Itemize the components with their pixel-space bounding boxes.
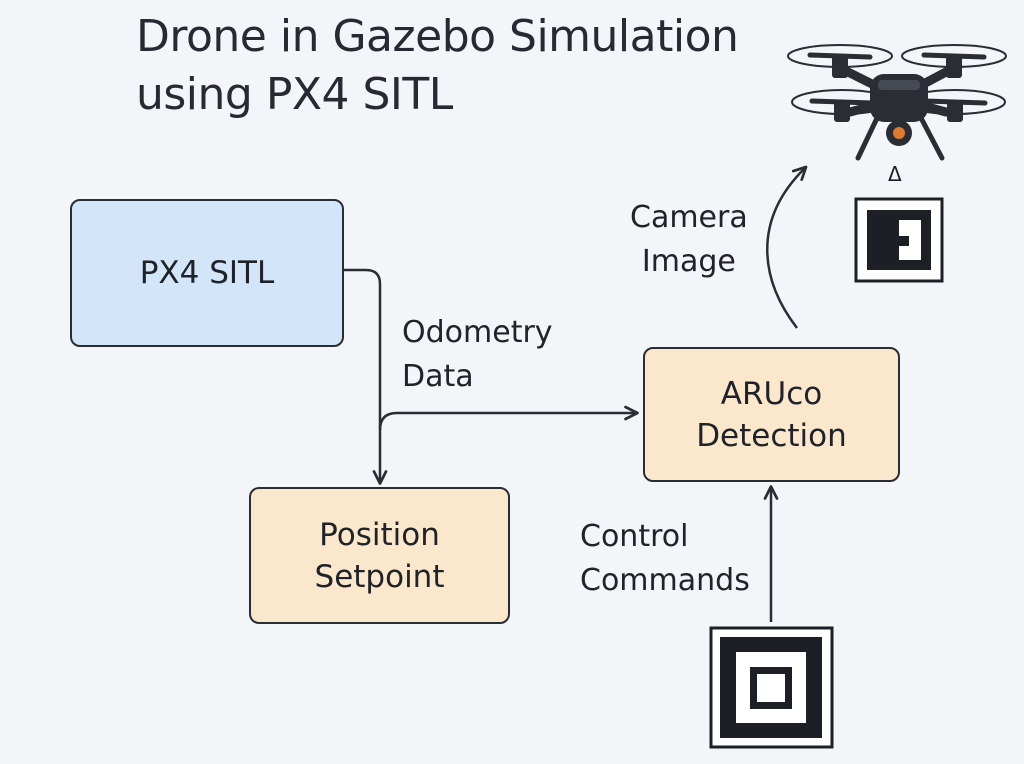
control-commands-label: Control Commands	[580, 515, 750, 603]
odometry-to-aruco-arrow	[378, 405, 639, 431]
position-setpoint-line-2: Setpoint	[314, 558, 445, 595]
camera-line-2: Image	[641, 244, 736, 279]
drone-icon	[787, 44, 1007, 161]
position-setpoint-node[interactable]: Position Setpoint	[249, 487, 510, 624]
drone-marker-symbol: Δ	[888, 162, 902, 186]
aruco-marker-icon	[854, 197, 944, 283]
diagram-title: Drone in Gazebo Simulation using PX4 SIT…	[136, 8, 739, 124]
px4-to-setpoint-arrow	[344, 268, 388, 485]
position-setpoint-line-1: Position	[319, 516, 440, 553]
control-line-1: Control	[580, 519, 689, 554]
px4-sitl-label: PX4 SITL	[139, 255, 275, 291]
camera-image-arrow	[766, 165, 808, 329]
px4-sitl-node[interactable]: PX4 SITL	[70, 199, 344, 347]
aruco-detection-node[interactable]: ARUco Detection	[643, 347, 900, 482]
aruco-detection-line-2: Detection	[696, 417, 847, 454]
aruco-detection-line-1: ARUco	[720, 375, 823, 412]
control-line-2: Commands	[580, 563, 750, 598]
odometry-line-2: Data	[402, 359, 474, 394]
aruco-marker-bottom-icon	[709, 626, 834, 749]
camera-image-label: Camera Image	[630, 196, 748, 284]
odometry-line-1: Odometry	[402, 315, 553, 350]
title-line-2: using PX4 SITL	[136, 69, 453, 120]
camera-line-1: Camera	[630, 200, 748, 235]
odometry-data-label: Odometry Data	[402, 311, 553, 399]
title-line-1: Drone in Gazebo Simulation	[136, 11, 739, 62]
